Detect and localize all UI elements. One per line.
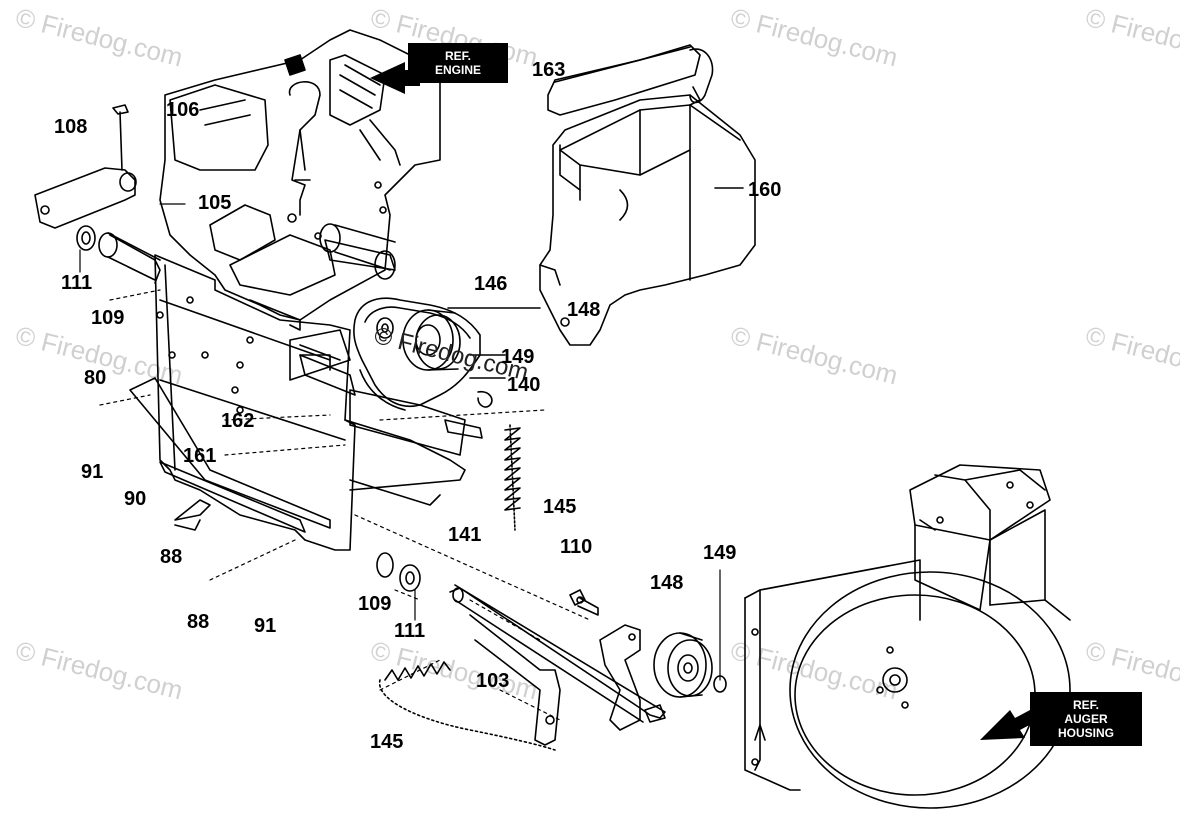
part-label-148: 148 bbox=[650, 572, 684, 594]
ref-auger-housing-box: REF. AUGER HOUSING bbox=[1030, 692, 1142, 746]
spring-145-upper-drawing bbox=[504, 424, 521, 531]
part-label-111: 111 bbox=[394, 620, 426, 642]
part-label-88: 88 bbox=[160, 546, 183, 568]
pulley-148-lower-drawing bbox=[653, 632, 727, 698]
frame-plate-drawing bbox=[154, 254, 466, 551]
auger-housing-drawing bbox=[744, 464, 1071, 809]
part-label-91: 91 bbox=[81, 461, 104, 483]
part-label-140: 140 bbox=[507, 374, 541, 396]
part-label-141: 141 bbox=[448, 524, 482, 546]
ref-auger-line-2: AUGER bbox=[1064, 712, 1108, 726]
part-label-163: 163 bbox=[532, 59, 566, 81]
rod-90-drawing bbox=[129, 377, 331, 533]
ref-auger-line-3: HOUSING bbox=[1057, 726, 1114, 740]
belt-drawing bbox=[353, 297, 481, 411]
part-label-90: 90 bbox=[124, 488, 147, 510]
part-label-105: 105 bbox=[198, 192, 232, 214]
part-label-109: 109 bbox=[91, 307, 125, 329]
part-label-111: 111 bbox=[61, 272, 93, 294]
part-label-148: 148 bbox=[567, 299, 601, 321]
part-label-88: 88 bbox=[187, 611, 210, 633]
ref-engine-line-2: ENGINE bbox=[434, 63, 481, 77]
part-label-110: 110 bbox=[560, 536, 593, 558]
part-label-162: 162 bbox=[221, 410, 255, 432]
shaft-140-drawing bbox=[299, 344, 483, 439]
ref-auger-line-1: REF. bbox=[1072, 698, 1099, 712]
spring-145-lower-drawing bbox=[379, 661, 556, 751]
part-label-146: 146 bbox=[474, 273, 508, 295]
part-label-161: 161 bbox=[183, 445, 217, 467]
bolt-110-drawing bbox=[569, 589, 599, 616]
ref-engine-box: REF. ENGINE bbox=[408, 43, 508, 83]
part-label-145: 145 bbox=[370, 731, 404, 753]
chute-160-drawing bbox=[539, 94, 756, 346]
part-label-109: 109 bbox=[358, 593, 392, 615]
part-label-160: 160 bbox=[748, 179, 782, 201]
leader-lines bbox=[99, 289, 591, 721]
bushing-111-drawing bbox=[76, 225, 161, 284]
part-label-145: 145 bbox=[543, 496, 577, 518]
shaft-103-drawing bbox=[376, 552, 666, 746]
part-label-80: 80 bbox=[84, 367, 107, 389]
part-label-149: 149 bbox=[703, 542, 737, 564]
pulley-148-upper-drawing bbox=[402, 307, 541, 408]
ref-engine-line-1: REF. bbox=[444, 49, 471, 63]
part-label-149: 149 bbox=[501, 346, 535, 368]
part-label-106: 106 bbox=[166, 99, 200, 121]
cover-163-drawing bbox=[547, 44, 714, 116]
part-label-103: 103 bbox=[476, 670, 510, 692]
engine-drawing bbox=[159, 29, 441, 331]
ref-arrows bbox=[370, 62, 1035, 740]
part-label-108: 108 bbox=[54, 116, 88, 138]
bracket-drawing bbox=[599, 624, 666, 731]
linkage-108-drawing bbox=[34, 104, 137, 229]
part-label-91: 91 bbox=[254, 615, 277, 637]
